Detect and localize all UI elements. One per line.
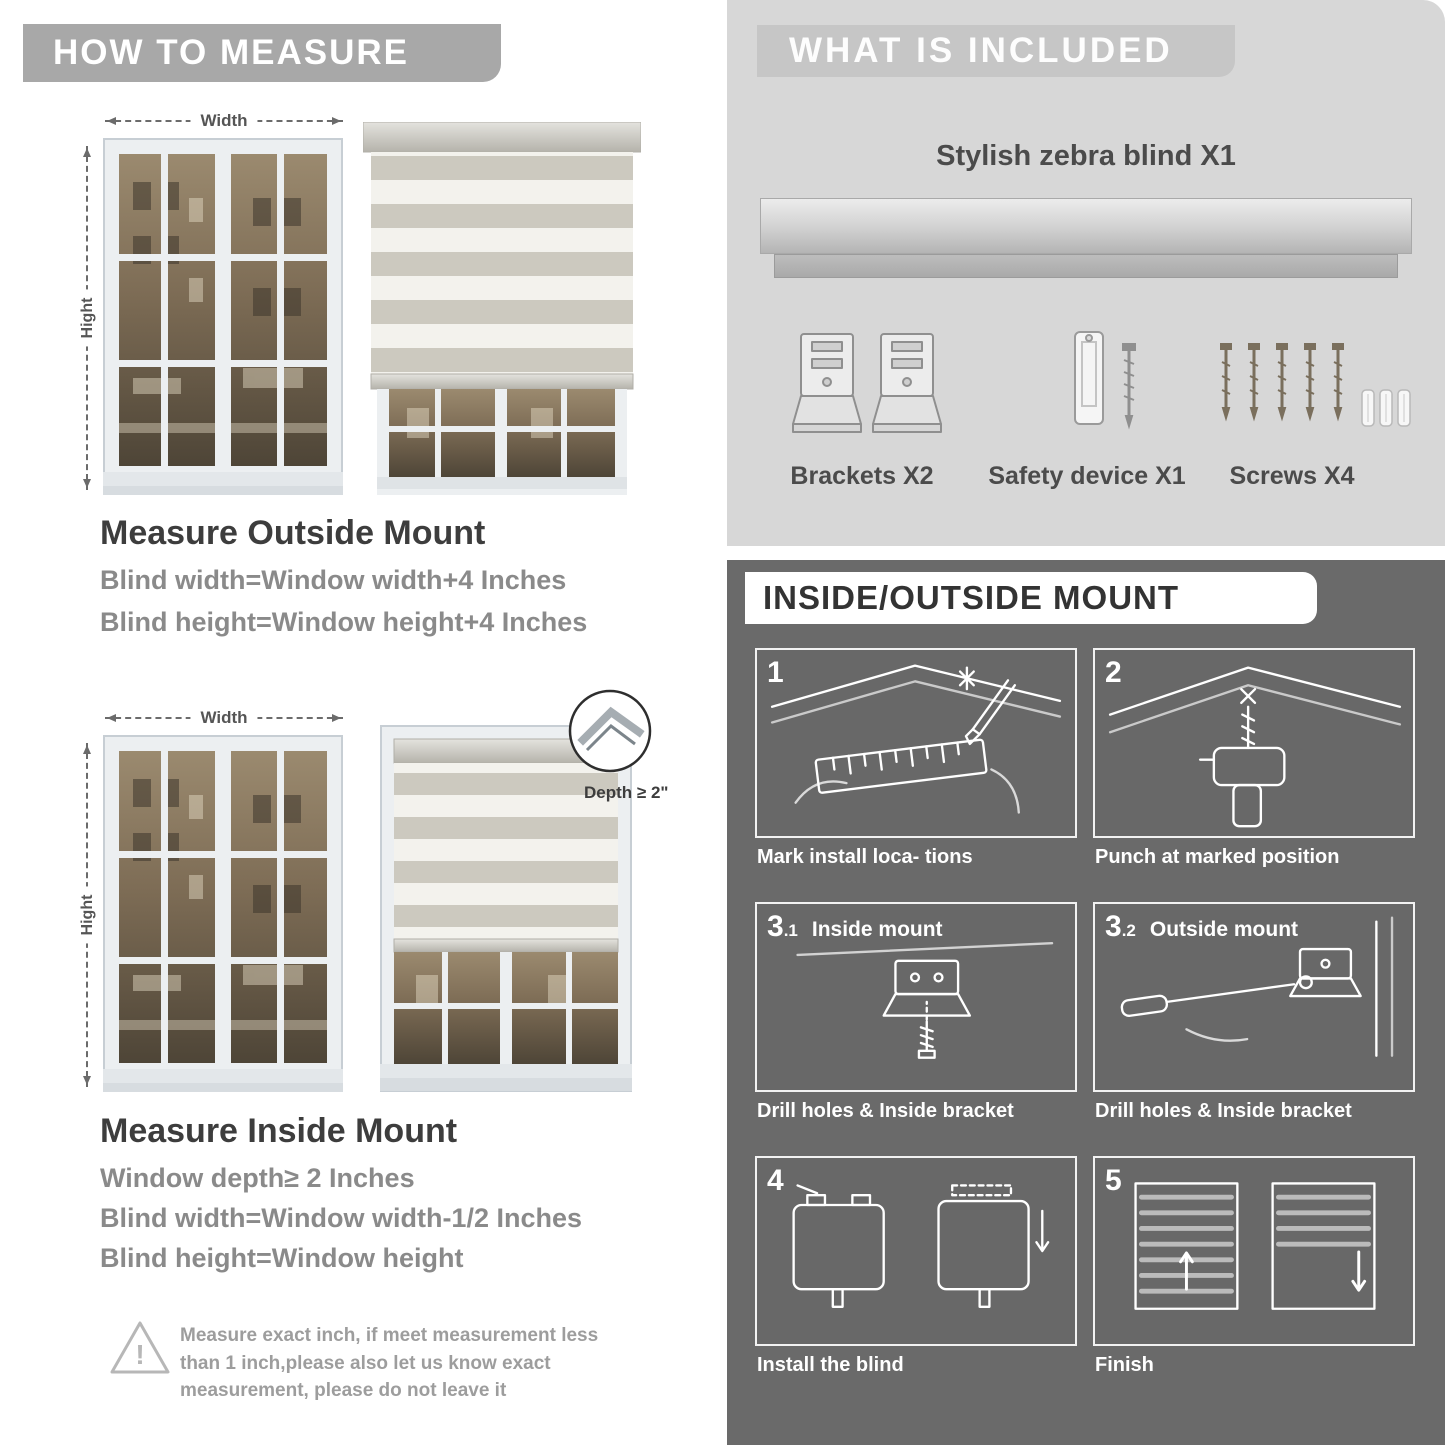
what-is-included-label: WHAT IS INCLUDED: [789, 31, 1173, 70]
inside-outside-mount-banner: INSIDE/OUTSIDE MOUNT: [745, 572, 1317, 624]
step-number: 1: [767, 656, 784, 689]
safety-device-label: Safety device X1: [988, 462, 1186, 490]
width-arrow-2: Width: [105, 708, 343, 728]
outside-mount-title: Measure Outside Mount: [100, 514, 486, 552]
step-number: 3: [767, 910, 784, 943]
inside-mount-line-3: Blind height=Window height: [100, 1243, 464, 1273]
what-is-included-banner: WHAT IS INCLUDED: [757, 25, 1235, 77]
warning-text: Measure exact inch, if meet measurement …: [180, 1325, 599, 1402]
step-caption-3-1: Drill holes & Inside bracket: [757, 1100, 1014, 1122]
outside-bracket-illustration: [1120, 916, 1394, 1057]
width-arrow: Width: [105, 111, 343, 131]
step-number: 2: [1105, 656, 1122, 689]
drill-illustration: [1108, 666, 1402, 828]
inside-outside-mount-label: INSIDE/OUTSIDE MOUNT: [763, 579, 1180, 616]
warning-icon: !: [110, 1321, 170, 1374]
depth-label: Depth ≥ 2": [584, 783, 669, 802]
how-to-measure-label: HOW TO MEASURE: [53, 33, 409, 72]
what-is-included-section: WHAT IS INCLUDED Stylish zebra blind X1: [727, 0, 1445, 546]
brackets-icon: [792, 333, 942, 433]
outside-mount-line-2: Blind height=Window height+4 Inches: [100, 607, 588, 637]
inside-bracket-illustration: [796, 941, 1054, 1059]
product-title: Stylish zebra blind X1: [936, 140, 1236, 172]
install-blind-illustration: [792, 1184, 1050, 1308]
width-label-2: Width: [190, 708, 258, 728]
mark-location-illustration: [770, 664, 1062, 814]
window-illustration-2: [103, 735, 343, 1092]
depth-detail-circle: [568, 689, 652, 773]
step-panel-4: 4: [755, 1156, 1077, 1346]
window-illustration: [103, 138, 343, 495]
step-number: 4: [767, 1164, 784, 1197]
inside-mount-title: Measure Inside Mount: [100, 1112, 458, 1150]
step-number: 5: [1105, 1164, 1122, 1197]
step-panel-5: 5: [1093, 1156, 1415, 1346]
step-panel-2: 2: [1093, 648, 1415, 838]
step-caption-4: Install the blind: [757, 1354, 904, 1376]
screws-icon: [1220, 343, 1411, 427]
step-caption-3-2: Drill holes & Inside bracket: [1095, 1100, 1352, 1122]
blind-headrail-illustration: [760, 198, 1412, 254]
safety-device-icon: [1074, 331, 1136, 430]
width-label: Width: [190, 111, 258, 131]
zebra-blind-outside-illustration: [363, 122, 641, 495]
height-label-2: Hight: [79, 886, 97, 944]
step-caption-2: Punch at marked position: [1095, 846, 1340, 868]
blind-headrail-lip: [774, 254, 1398, 278]
how-to-measure-banner: HOW TO MEASURE: [23, 24, 501, 82]
brackets-label: Brackets X2: [790, 462, 934, 490]
inside-mount-line-2: Blind width=Window width-1/2 Inches: [100, 1203, 583, 1233]
height-label: Hight: [79, 289, 97, 347]
finish-illustration: [1134, 1182, 1376, 1310]
step-number: 3: [1105, 910, 1122, 943]
mount-steps-section: INSIDE/OUTSIDE MOUNT: [727, 560, 1445, 1445]
outside-mount-line-1: Blind width=Window width+4 Inches: [100, 565, 567, 595]
step-caption-1: Mark install loca- tions: [757, 846, 973, 868]
step-panel-1: 1: [755, 648, 1077, 838]
svg-text:!: !: [135, 1339, 144, 1370]
step-caption-5: Finish: [1095, 1354, 1154, 1376]
height-arrow: Hight: [79, 146, 97, 490]
height-arrow-2: Hight: [79, 743, 97, 1087]
inside-mount-line-1: Window depth≥ 2 Inches: [100, 1163, 415, 1193]
screws-label: Screws X4: [1229, 462, 1355, 490]
zebra-blind-inside-illustration: [380, 725, 632, 1092]
